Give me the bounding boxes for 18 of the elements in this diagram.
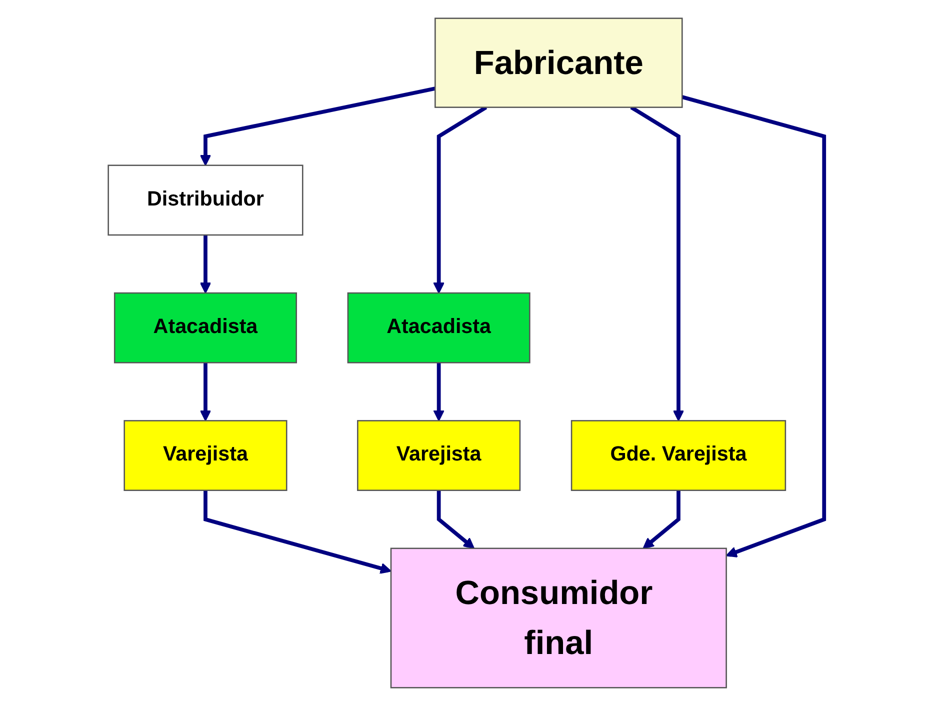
arrow xyxy=(681,95,826,558)
node-box: Varejista xyxy=(123,420,288,491)
arrow xyxy=(200,362,211,422)
arrow xyxy=(203,490,392,574)
arrow xyxy=(432,362,444,422)
node-box: Atacadista xyxy=(347,292,530,364)
node-box: Atacadista xyxy=(114,292,297,364)
node-box: Gde. Varejista xyxy=(570,420,786,491)
node-box: Fabricante xyxy=(434,18,683,108)
arrow xyxy=(200,86,436,166)
arrow xyxy=(200,234,211,294)
node-box: Varejista xyxy=(356,420,520,491)
arrow xyxy=(630,106,684,422)
arrow xyxy=(436,490,474,549)
arrow xyxy=(642,490,680,549)
node-box: Consumidor final xyxy=(390,548,727,688)
arrow xyxy=(432,106,487,294)
node-box: Distribuidor xyxy=(107,164,304,236)
